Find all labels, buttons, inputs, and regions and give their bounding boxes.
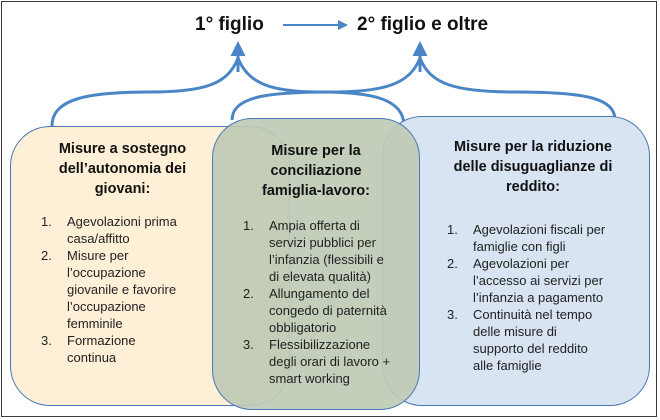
list-item: 3. Formazione continua [41,332,216,366]
item-line: famiglie con figli [473,239,566,254]
list-item: 1. Agevolazioni fiscali per famiglie con… [447,221,637,255]
box-title: Misure per la conciliazione famiglia-lav… [213,141,419,201]
item-line: femminile [67,316,123,331]
label-first-child: 1° figlio [195,14,264,35]
item-line: Continuità nel tempo [473,307,593,322]
item-line: supporto del reddito [473,341,588,356]
box-income-inequality: Misure per la riduzione delle disuguagli… [382,116,650,406]
title-line: dell’autonomia dei [58,161,187,177]
list-item: 1. Ampia offerta di servizi pubblici per… [243,217,415,285]
list-item: 2. Misure per l’occupazione giovanile e … [41,247,216,332]
list-item: 3. Continuità nel tempo delle misure di … [447,306,637,374]
list-item: 1. Agevolazioni prima casa/affitto [41,213,216,247]
item-line: delle misure di [473,324,557,339]
item-line: degli orari di lavoro + [269,354,391,369]
item-line: congedo di paternità [269,303,387,318]
item-number: 2. [41,248,52,263]
item-line: l’infanzia a pagamento [473,290,604,305]
item-line: smart working [269,371,350,386]
item-line: Agevolazioni per [473,256,570,271]
list-item: 2. Agevolazioni per l’accesso ai servizi… [447,255,637,306]
title-line: famiglia-lavoro: [262,183,370,199]
item-line: di elevata qualità) [269,269,371,284]
item-line: l’accesso ai servizi per [473,273,604,288]
measure-list: 1. Ampia offerta di servizi pubblici per… [243,217,415,387]
title-line: reddito: [506,179,560,195]
item-number: 2. [243,286,254,301]
item-line: Formazione [67,333,136,348]
box-title: Misure a sostegno dell’autonomia dei gio… [11,139,289,199]
label-second-child: 2° figlio e oltre [357,14,489,35]
box-work-life-balance: Misure per la conciliazione famiglia-lav… [212,118,420,410]
item-line: continua [67,350,117,365]
item-number: 1. [243,218,254,233]
item-line: Allungamento del [269,286,370,301]
item-number: 1. [41,214,52,229]
title-line: conciliazione [270,163,362,179]
box-title: Misure per la riduzione delle disuguagli… [383,137,649,197]
item-line: Ampia offerta di [269,218,360,233]
item-line: casa/affitto [67,231,130,246]
item-number: 3. [243,337,254,352]
item-number: 3. [447,307,458,322]
item-line: l’infanzia (flessibili e [269,252,384,267]
item-line: alle famiglie [473,358,542,373]
item-line: Misure per [67,248,129,263]
title-line: Misure a sostegno [58,141,187,157]
item-line: giovanile e favorire [67,282,177,297]
item-line: l’occupazione [67,265,146,280]
item-number: 2. [447,256,458,271]
item-line: l’occupazione [67,299,146,314]
title-line: giovani: [94,181,151,197]
title-line: Misure per la [271,143,361,159]
list-item: 2. Allungamento del congedo di paternità… [243,285,415,336]
measure-list: 1. Agevolazioni prima casa/affitto 2. Mi… [41,213,216,366]
title-line: delle disuguaglianze di [453,159,613,175]
item-line: obbligatorio [269,320,337,335]
item-line: servizi pubblici per [269,235,376,250]
item-line: Agevolazioni fiscali per [473,222,606,237]
item-line: Flessibilizzazione [269,337,371,352]
item-number: 3. [41,333,52,348]
title-line: Misure per la riduzione [454,139,612,155]
item-line: Agevolazioni prima [67,214,177,229]
measure-list: 1. Agevolazioni fiscali per famiglie con… [447,221,637,374]
item-number: 1. [447,222,458,237]
list-item: 3. Flessibilizzazione degli orari di lav… [243,336,415,387]
